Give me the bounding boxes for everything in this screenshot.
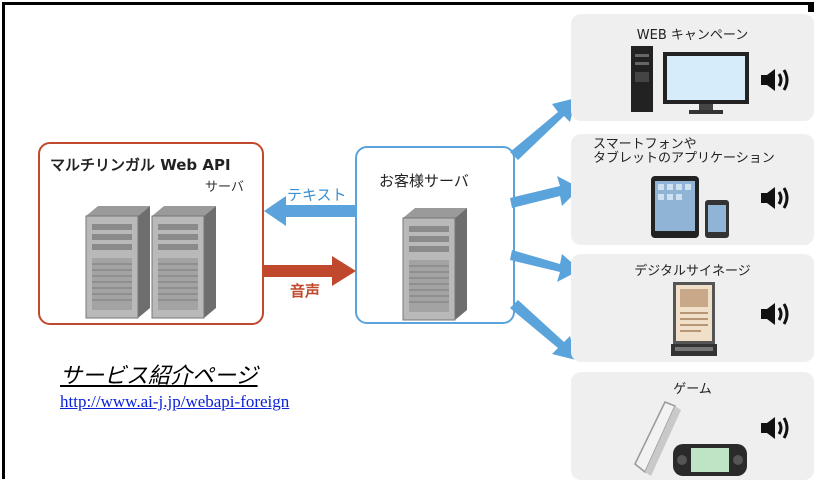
service-page-url[interactable]: http://www.ai-j.jp/webapi-foreign <box>60 392 290 411</box>
api-server-title: マルチリンガル Web API <box>50 156 231 174</box>
panel-web-campaign-title: WEB キャンペーン <box>636 28 749 43</box>
speaker-icon <box>761 69 789 91</box>
server-rack-icon <box>85 206 216 319</box>
tablet-phone-icon <box>651 176 729 238</box>
api-server-box: マルチリンガル Web API サーバ <box>38 142 264 325</box>
frame-edge <box>2 455 15 479</box>
voice-arrow <box>264 256 356 286</box>
voice-flow-label: 音声 <box>290 282 321 300</box>
frame-corner <box>808 2 814 12</box>
panel-web-campaign: WEB キャンペーン <box>571 14 814 121</box>
panel-smartphone-title-line2: タブレットのアプリケーション <box>593 151 775 166</box>
game-console-icon <box>634 401 747 476</box>
speaker-icon <box>761 303 789 325</box>
distribution-arrows <box>510 98 580 360</box>
signage-icon <box>671 282 717 356</box>
panel-smartphone-title-line1: スマートフォンや <box>593 137 697 152</box>
api-server-subtitle: サーバ <box>205 180 244 195</box>
client-server-title: お客様サーバ <box>379 172 469 190</box>
service-page-title[interactable]: サービス紹介ページ <box>60 364 258 389</box>
text-arrow <box>264 196 356 226</box>
speaker-icon <box>761 187 789 209</box>
speaker-icon <box>761 417 789 439</box>
panel-digital-signage-title: デジタルサイネージ <box>634 264 751 279</box>
panel-game-title: ゲーム <box>673 382 712 397</box>
panel-game: ゲーム <box>571 372 814 480</box>
panel-smartphone-tablet-title: スマートフォンや タブレットのアプリケーション <box>593 138 814 166</box>
panel-smartphone-tablet: スマートフォンや タブレットのアプリケーション <box>571 134 814 245</box>
service-link-area: サービス紹介ページ http://www.ai-j.jp/webapi-fore… <box>60 358 289 412</box>
client-server-box: お客様サーバ <box>355 146 515 324</box>
desktop-computer-icon <box>631 46 749 114</box>
text-flow-label: テキスト <box>287 186 347 204</box>
panel-digital-signage: デジタルサイネージ <box>571 254 814 362</box>
server-tower-icon <box>402 208 467 321</box>
